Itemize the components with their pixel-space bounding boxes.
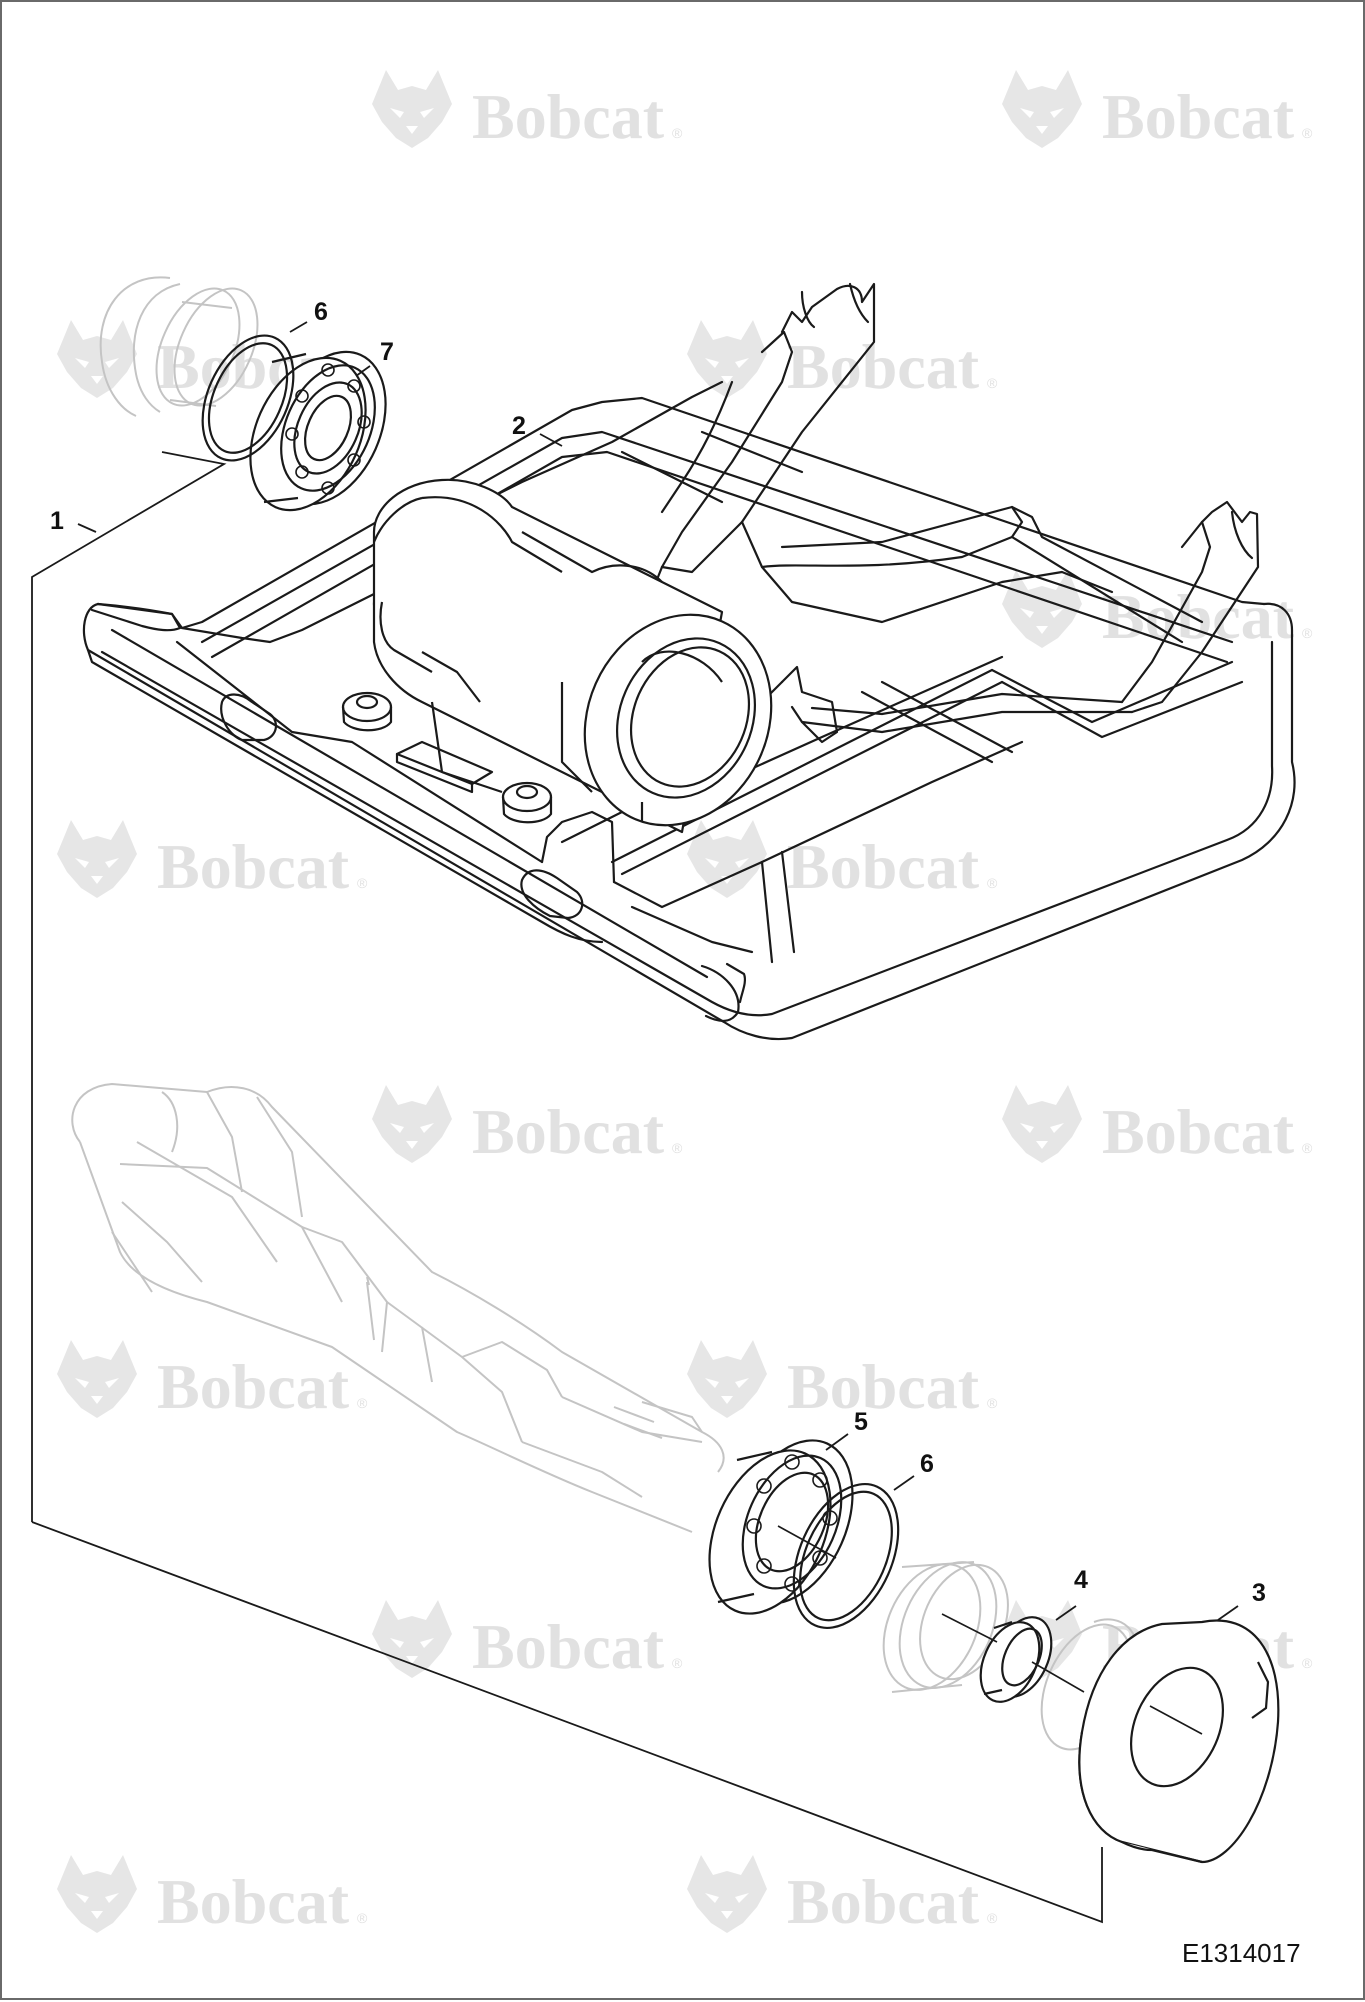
bearing-7-top	[249, 350, 387, 512]
svg-text:Bobcat: Bobcat	[1102, 1096, 1295, 1167]
center-axis-line	[777, 1525, 1203, 1735]
leader-lines	[31, 321, 1239, 1924]
svg-text:Bobcat: Bobcat	[1102, 581, 1295, 652]
svg-text:Bobcat: Bobcat	[787, 1351, 980, 1422]
ghost-parts	[71, 276, 1139, 1751]
callout-labels: 1 2 3 4 5 6 6 7	[50, 298, 1266, 1607]
bobcat-logo-icon: Bobcat ®	[687, 320, 998, 402]
bobcat-logo-icon: Bobcat ®	[372, 1085, 683, 1167]
bobcat-logo-icon: Bobcat ®	[687, 820, 998, 902]
callout-1: 1	[50, 507, 64, 535]
bobcat-logo-icon: Bobcat ®	[372, 1600, 683, 1682]
callout-7: 7	[380, 338, 394, 366]
callout-6-top: 6	[314, 298, 328, 326]
svg-text:®: ®	[1302, 1140, 1313, 1156]
callout-4: 4	[1074, 1566, 1088, 1594]
bobcat-logo-icon: Bobcat ®	[1002, 70, 1313, 152]
callout-5: 5	[854, 1408, 868, 1436]
exciter-housing	[372, 478, 773, 834]
bobcat-logo-icon: Bobcat ®	[1002, 1085, 1313, 1167]
bobcat-logo-icon: Bobcat ®	[687, 1855, 998, 1937]
cover-plate-3	[1078, 1619, 1280, 1864]
snap-ring-6-bottom	[792, 1482, 900, 1630]
svg-text:®: ®	[1302, 625, 1313, 641]
bobcat-logo-icon: Bobcat ®	[1002, 570, 1313, 652]
svg-text:®: ®	[987, 375, 998, 391]
svg-text:Bobcat: Bobcat	[157, 1866, 350, 1937]
callout-6-bottom: 6	[920, 1450, 934, 1478]
figure-id: E1314017	[1182, 1938, 1301, 1968]
svg-text:Bobcat: Bobcat	[1102, 81, 1295, 152]
bobcat-logo-icon: Bobcat ®	[372, 70, 683, 152]
svg-text:®: ®	[672, 125, 683, 141]
svg-text:Bobcat: Bobcat	[472, 1611, 665, 1682]
seal-4	[979, 1616, 1053, 1703]
svg-text:®: ®	[1302, 1655, 1313, 1671]
bobcat-logo-icon: Bobcat ®	[687, 1340, 998, 1422]
callout-2: 2	[512, 412, 526, 440]
svg-text:®: ®	[987, 1395, 998, 1411]
svg-text:®: ®	[357, 1395, 368, 1411]
bobcat-logo-icon: Bobcat ®	[57, 1855, 368, 1937]
svg-text:Bobcat: Bobcat	[787, 331, 980, 402]
svg-text:Bobcat: Bobcat	[157, 831, 350, 902]
svg-text:®: ®	[357, 1910, 368, 1926]
svg-text:®: ®	[987, 1910, 998, 1926]
svg-text:®: ®	[672, 1655, 683, 1671]
callout-3: 3	[1252, 1579, 1266, 1607]
svg-text:Bobcat: Bobcat	[472, 1096, 665, 1167]
snap-ring-6-top	[201, 334, 295, 462]
svg-text:®: ®	[987, 875, 998, 891]
svg-text:®: ®	[357, 875, 368, 891]
svg-text:®: ®	[672, 1140, 683, 1156]
svg-text:Bobcat: Bobcat	[157, 1351, 350, 1422]
bobcat-logo-icon: Bobcat ®	[57, 820, 368, 902]
svg-text:®: ®	[1302, 125, 1313, 141]
svg-text:Bobcat: Bobcat	[472, 81, 665, 152]
bobcat-logo-icon: Bobcat ®	[57, 1340, 368, 1422]
svg-text:Bobcat: Bobcat	[787, 831, 980, 902]
svg-text:Bobcat: Bobcat	[787, 1866, 980, 1937]
